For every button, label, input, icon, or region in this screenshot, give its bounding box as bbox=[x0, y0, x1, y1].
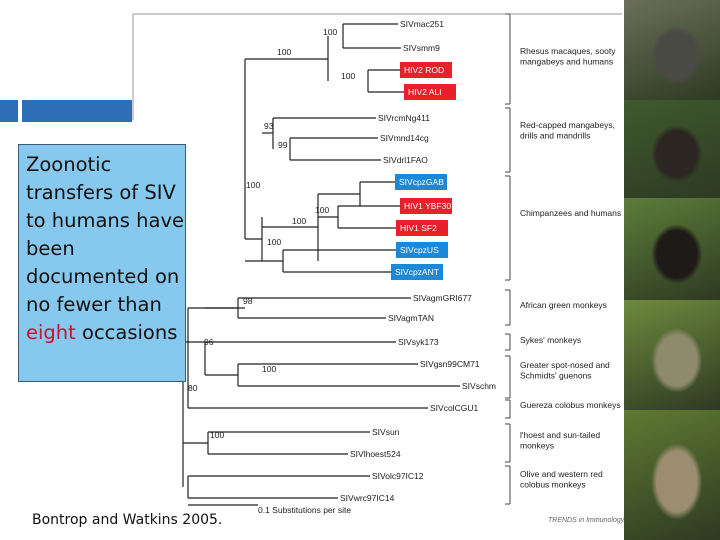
mandrill-photo bbox=[624, 100, 720, 198]
taxon-label: HIV1 YBF30 bbox=[404, 201, 451, 211]
taxon-label: SIVcpzUS bbox=[400, 245, 439, 255]
chimpanzee-photo bbox=[624, 198, 720, 300]
taxon-highlight-box bbox=[395, 174, 447, 190]
taxon-highlight-box bbox=[396, 242, 448, 258]
bootstrap-value: 100 bbox=[246, 180, 260, 190]
citation: Bontrop and Watkins 2005. bbox=[32, 512, 223, 528]
source-credit: TRENDS in Immunology bbox=[548, 517, 625, 524]
taxon-label: SIVmac251 bbox=[400, 19, 444, 29]
taxon-label: SIVschm bbox=[462, 381, 496, 391]
taxon-label: HIV2 ROD bbox=[404, 65, 444, 75]
vervet-photo bbox=[624, 300, 720, 410]
taxon-label: SIVolc97IC12 bbox=[372, 471, 424, 481]
colobus-photo bbox=[624, 410, 720, 540]
taxon-label: SIVwrc97IC14 bbox=[340, 493, 395, 503]
taxon-highlight-box bbox=[400, 198, 452, 214]
group-label: Sykes' monkeys bbox=[520, 335, 581, 345]
langur-photo bbox=[624, 0, 720, 100]
taxon-highlight-box bbox=[391, 264, 443, 280]
taxon-label: HIV1 SF2 bbox=[400, 223, 437, 233]
taxon-label: HIV2 ALI bbox=[408, 87, 442, 97]
blue-bar-top bbox=[0, 100, 18, 122]
taxon-highlight-box bbox=[400, 62, 452, 78]
bootstrap-value: 100 bbox=[267, 237, 281, 247]
taxon-label: SIVcpzANT bbox=[395, 267, 439, 277]
note-text-end: occasions bbox=[75, 321, 178, 344]
taxon-label: SIVdrl1FAO bbox=[383, 155, 428, 165]
group-label: Guereza colobus monkeys bbox=[520, 400, 621, 410]
bootstrap-value: 100 bbox=[262, 364, 276, 374]
bootstrap-value: 100 bbox=[210, 430, 224, 440]
taxon-label: SIVmnd14cg bbox=[380, 133, 429, 143]
taxon-label: SIVsmm9 bbox=[403, 43, 440, 53]
bootstrap-value: 100 bbox=[315, 205, 329, 215]
taxon-label: SIVrcmNg411 bbox=[378, 113, 430, 123]
taxon-label: SIVcolCGU1 bbox=[430, 403, 478, 413]
taxon-highlight-box bbox=[396, 220, 448, 236]
taxon-label: SIVlhoest524 bbox=[350, 449, 401, 459]
taxon-label: SIVsun bbox=[372, 427, 400, 437]
bootstrap-value: 100 bbox=[277, 47, 291, 57]
bootstrap-value: 100 bbox=[341, 71, 355, 81]
group-label: African green monkeys bbox=[520, 300, 607, 310]
bootstrap-value: 100 bbox=[323, 27, 337, 37]
primate-photo-strip bbox=[624, 0, 720, 540]
bootstrap-value: 100 bbox=[292, 216, 306, 226]
bootstrap-value: 98 bbox=[243, 296, 253, 306]
taxon-label: SIVcpzGAB bbox=[399, 177, 444, 187]
blue-bar-mid bbox=[22, 100, 132, 122]
bootstrap-value: 93 bbox=[264, 121, 274, 131]
taxon-label: SIVagmGRI677 bbox=[413, 293, 472, 303]
bootstrap-value: 96 bbox=[204, 337, 214, 347]
taxon-label: SIVagmTAN bbox=[388, 313, 434, 323]
taxon-highlight-box bbox=[404, 84, 456, 100]
taxon-label: SIVsyk173 bbox=[398, 337, 439, 347]
bootstrap-value: 99 bbox=[278, 140, 288, 150]
note-accent-word: eight bbox=[26, 321, 76, 344]
note-text: Zoonotic transfers of SIV to humans have… bbox=[26, 153, 184, 316]
group-label: Chimpanzees and humans bbox=[520, 208, 621, 218]
group-label: Red-capped mangabeys,drills and mandrill… bbox=[520, 120, 615, 141]
note-box: Zoonotic transfers of SIV to humans have… bbox=[18, 144, 186, 382]
bootstrap-value: 80 bbox=[188, 383, 198, 393]
scale-label: 0.1 Substitutions per site bbox=[258, 505, 351, 515]
taxon-label: SIVgsn99CM71 bbox=[420, 359, 480, 369]
